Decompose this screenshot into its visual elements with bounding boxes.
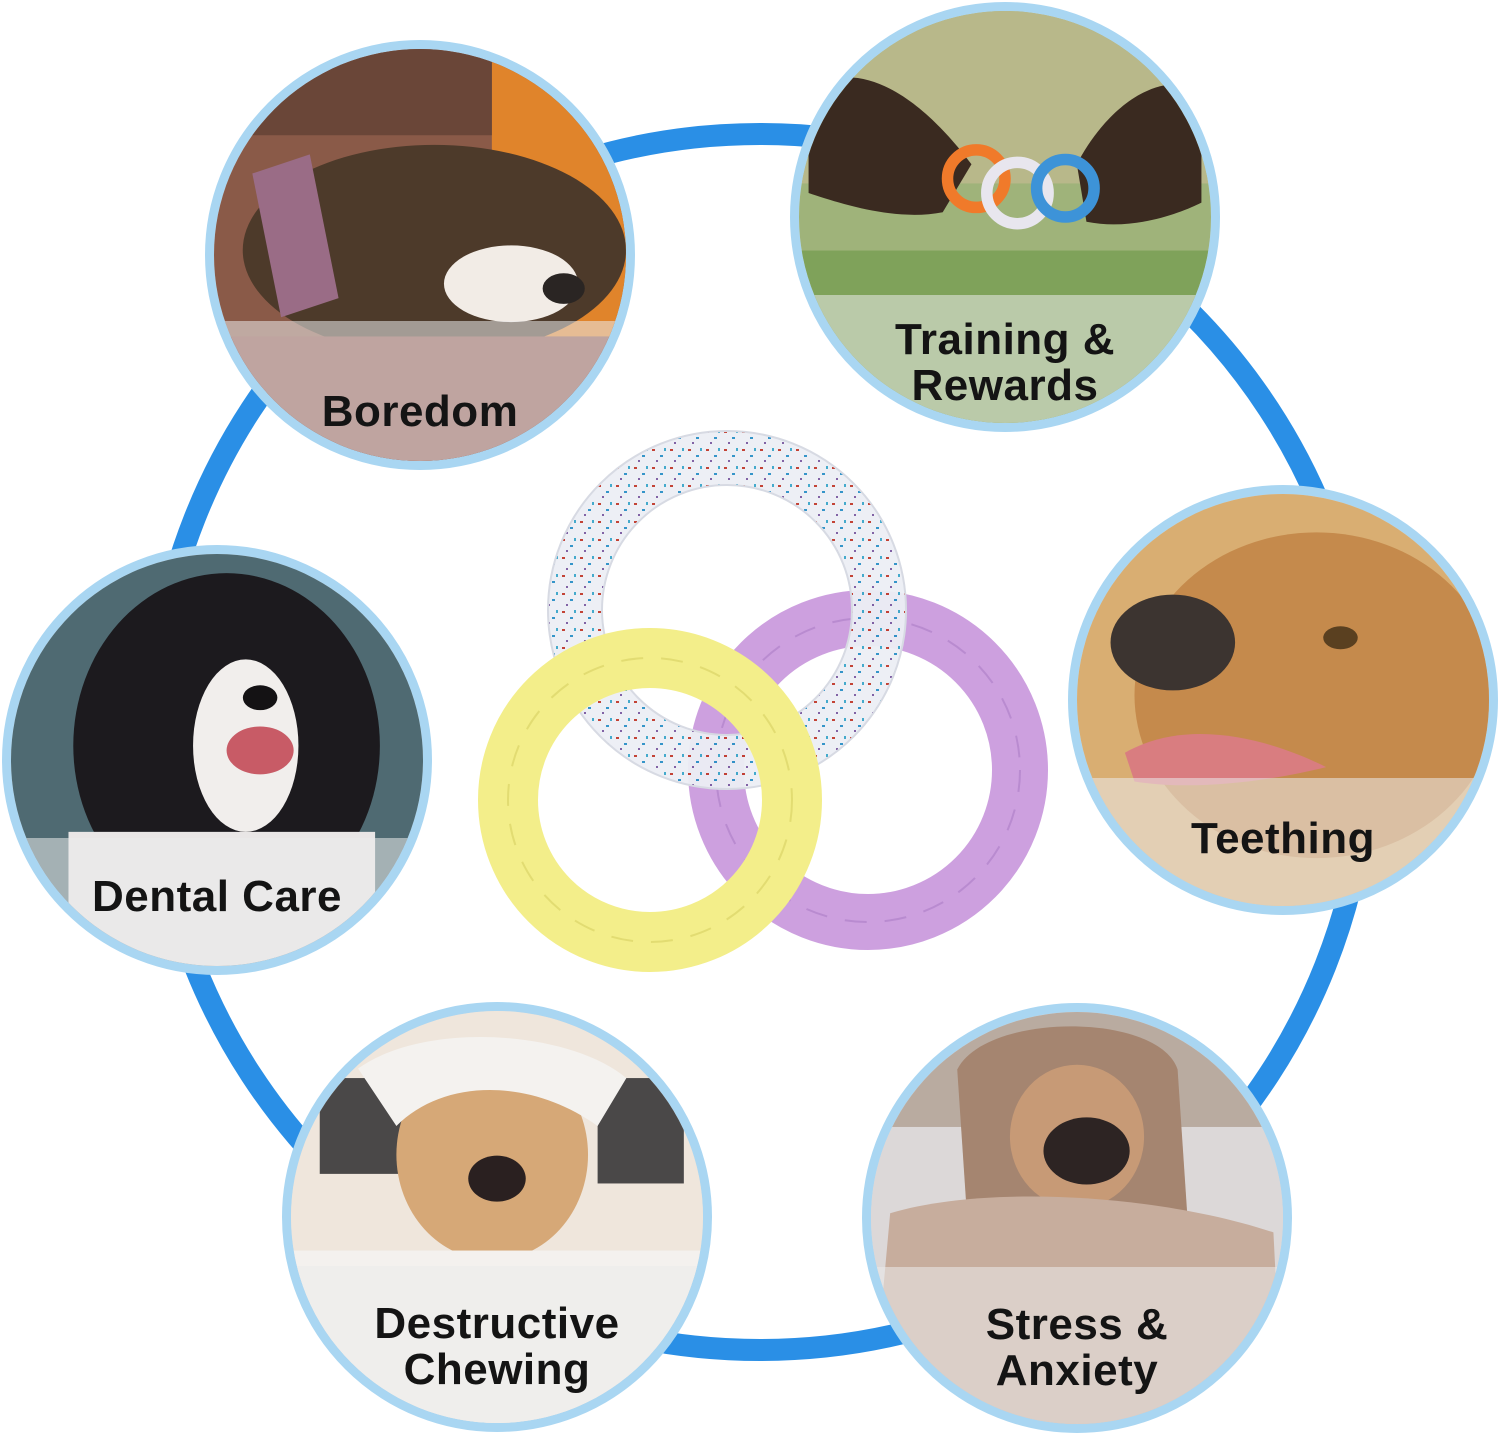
label-line: Dental Care — [91, 872, 343, 921]
badge-label: Boredom — [214, 389, 626, 435]
badge-label: Dental Care — [11, 874, 423, 920]
badge-destructive-chewing: Destructive Chewing — [282, 1002, 712, 1432]
label-band — [1077, 778, 1489, 906]
ring-toys-product-image — [478, 430, 1048, 972]
label-band — [291, 1266, 703, 1423]
tan-dog-photo — [1077, 494, 1489, 906]
label-band — [11, 838, 423, 966]
badge-label: Destructive Chewing — [291, 1301, 703, 1393]
label-band — [871, 1267, 1283, 1424]
badge-dental-care: Dental Care — [2, 545, 432, 975]
badge-teething: Teething — [1068, 485, 1498, 915]
badge-stress-anxiety: Stress & Anxiety — [862, 1003, 1292, 1433]
label-line: Anxiety — [995, 1346, 1159, 1395]
badge-training-rewards: Training & Rewards — [790, 2, 1220, 432]
label-line: Chewing — [403, 1345, 591, 1394]
label-line: Training & — [894, 315, 1116, 364]
badge-label: Stress & Anxiety — [871, 1302, 1283, 1394]
label-band — [214, 320, 626, 461]
label-line: Teething — [1190, 814, 1376, 863]
label-band — [799, 295, 1211, 423]
label-line: Stress & — [985, 1300, 1169, 1349]
label-line: Boredom — [321, 387, 519, 436]
badge-label: Teething — [1077, 816, 1489, 862]
badge-boredom: Boredom — [205, 40, 635, 470]
label-line: Rewards — [911, 361, 1099, 410]
badge-label: Training & Rewards — [799, 317, 1211, 409]
label-line: Destructive — [374, 1299, 620, 1348]
